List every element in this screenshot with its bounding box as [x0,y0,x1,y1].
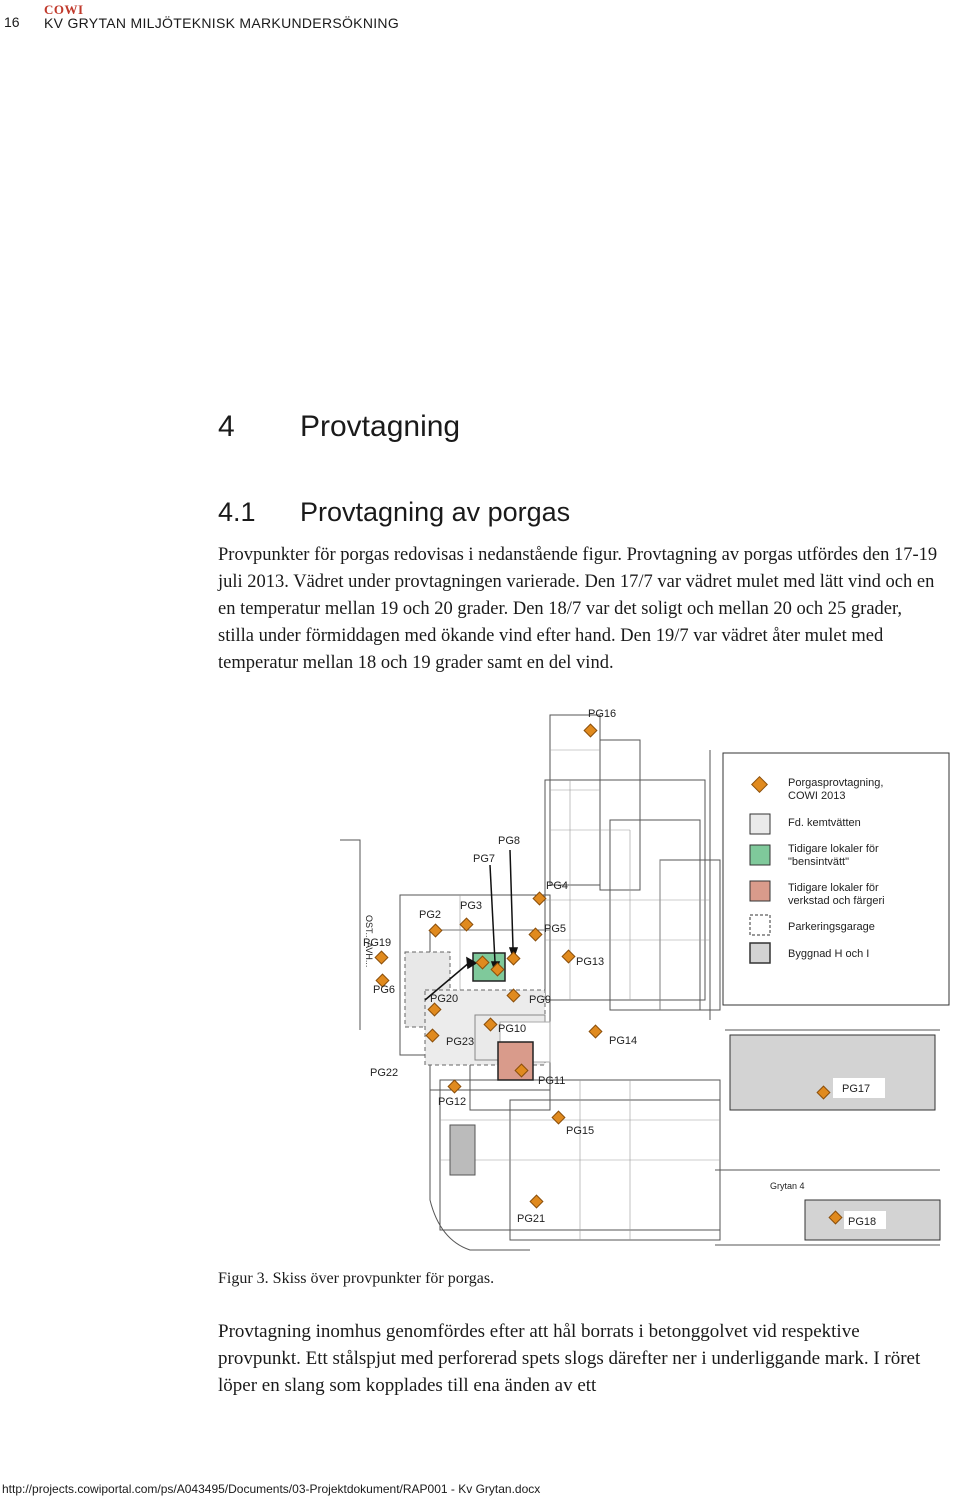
page-number: 16 [4,14,20,30]
pg16-marker: PG16 [583,708,616,738]
subsection-number: 4.1 [218,497,256,527]
svg-text:PG16: PG16 [588,708,616,720]
pg11-marker: PG11 [514,1063,565,1087]
svg-text:PG5: PG5 [544,923,566,935]
svg-text:PG23: PG23 [446,1036,474,1048]
section-number: 4 [218,410,235,443]
pg2-marker: PG2 [419,909,443,938]
cowi-logo: COWI [44,2,84,17]
legend-marker-icon [751,776,768,793]
legend-bensintvatt-line2: "bensintvätt" [788,856,849,868]
svg-text:PG9: PG9 [529,994,551,1006]
svg-text:PG13: PG13 [576,956,604,968]
pointer-arrows [424,849,519,1001]
svg-text:PG6: PG6 [373,984,395,996]
pg19-marker: PG19 [363,937,391,965]
pg20-marker: PG20 [427,993,458,1017]
legend-parkering-swatch [749,914,771,936]
pg1-marker [475,955,490,970]
pg15-marker: PG15 [551,1110,594,1137]
svg-text:PG2: PG2 [419,909,441,921]
svg-text:PG19: PG19 [363,937,391,949]
pg7-marker: PG7 [473,853,495,865]
pg3-marker: PG3 [459,900,482,932]
pg-arrow-marker [506,951,521,966]
pg14-marker: PG14 [588,1024,637,1047]
legend-porgas-line2: COWI 2013 [788,790,845,802]
document-title: KV GRYTAN MILJÖTEKNISK MARKUNDERSÖKNING [44,15,400,31]
body-paragraph-1: Provpunkter för porgas redovisas i nedan… [218,545,938,673]
legend-verkstad-swatch [749,880,771,902]
pg8-marker: PG8 [498,835,520,847]
pg6-marker: PG6 [373,973,395,996]
pg10-marker: PG10 [483,1017,526,1035]
byggnad-h-i [729,1034,936,1111]
legend-byggnad-swatch [749,942,771,964]
svg-text:PG12: PG12 [438,1096,466,1108]
legend-bensintvatt-line1: Tidigare lokaler för [788,843,879,855]
legend-kemtvatten-swatch [749,813,771,835]
pg9-marker: PG9 [506,988,551,1006]
hatched-area [449,1124,476,1176]
pg21-marker: PG21 [517,1194,545,1225]
street-label: OST... AVH... [364,915,374,967]
svg-text:PG7: PG7 [473,853,495,865]
svg-text:PG22: PG22 [370,1067,398,1079]
svg-text:PG3: PG3 [460,900,482,912]
building-interior [430,749,720,1240]
svg-text:PG4: PG4 [546,880,568,892]
svg-text:PG18: PG18 [848,1216,876,1228]
svg-text:PG17: PG17 [842,1083,870,1095]
svg-text:PG10: PG10 [498,1023,526,1035]
pg5-marker: PG5 [528,923,566,942]
pg22-marker: PG22 [370,1067,398,1079]
legend: Porgasprovtagning, COWI 2013 Fd. kemtvät… [749,776,885,964]
figure-caption: Figur 3. Skiss över provpunkter för porg… [218,1270,495,1287]
pg17-marker: PG17 [816,1078,885,1100]
pg12-marker: PG12 [438,1079,466,1108]
pg4-marker: PG4 [532,880,568,906]
subsection-title: Provtagning av porgas [300,497,571,527]
legend-bensintvatt-swatch [749,844,771,866]
svg-text:PG8: PG8 [498,835,520,847]
sample-points: PG16 PG8 PG7 PG4 PG2 PG3 PG5 PG19 PG13 P… [363,708,886,1229]
legend-parkering: Parkeringsgarage [788,921,875,933]
svg-text:PG11: PG11 [538,1075,565,1087]
legend-verkstad-line2: verkstad och färgeri [788,895,885,907]
verkstad-area [497,1041,534,1081]
pg18-marker: PG18 [828,1210,886,1229]
footer-url: http://projects.cowiportal.com/ps/A04349… [2,1482,541,1496]
pg13-marker: PG13 [561,949,604,968]
body-paragraph-2: Provtagning inomhus genomfördes efter at… [218,1321,921,1396]
subsection-heading: 4.1 Provtagning av porgas [218,497,570,528]
section-title: Provtagning [300,410,461,443]
pg23-marker: PG23 [425,1028,474,1048]
svg-text:PG21: PG21 [517,1213,545,1225]
svg-text:PG15: PG15 [566,1125,594,1137]
svg-text:PG14: PG14 [609,1035,637,1047]
legend-kemtvatten: Fd. kemtvätten [788,817,861,829]
svg-text:PG20: PG20 [430,993,458,1005]
legend-verkstad-line1: Tidigare lokaler för [788,882,879,894]
legend-porgas-line1: Porgasprovtagning, [788,777,883,789]
pg-green-marker [490,962,505,977]
section-heading: 4 Provtagning [218,410,460,444]
area-label-grytan: Grytan 4 [770,1181,805,1191]
legend-byggnad: Byggnad H och I [788,948,869,960]
site-map-figure: Porgasprovtagning, COWI 2013 Fd. kemtvät… [340,708,950,1251]
